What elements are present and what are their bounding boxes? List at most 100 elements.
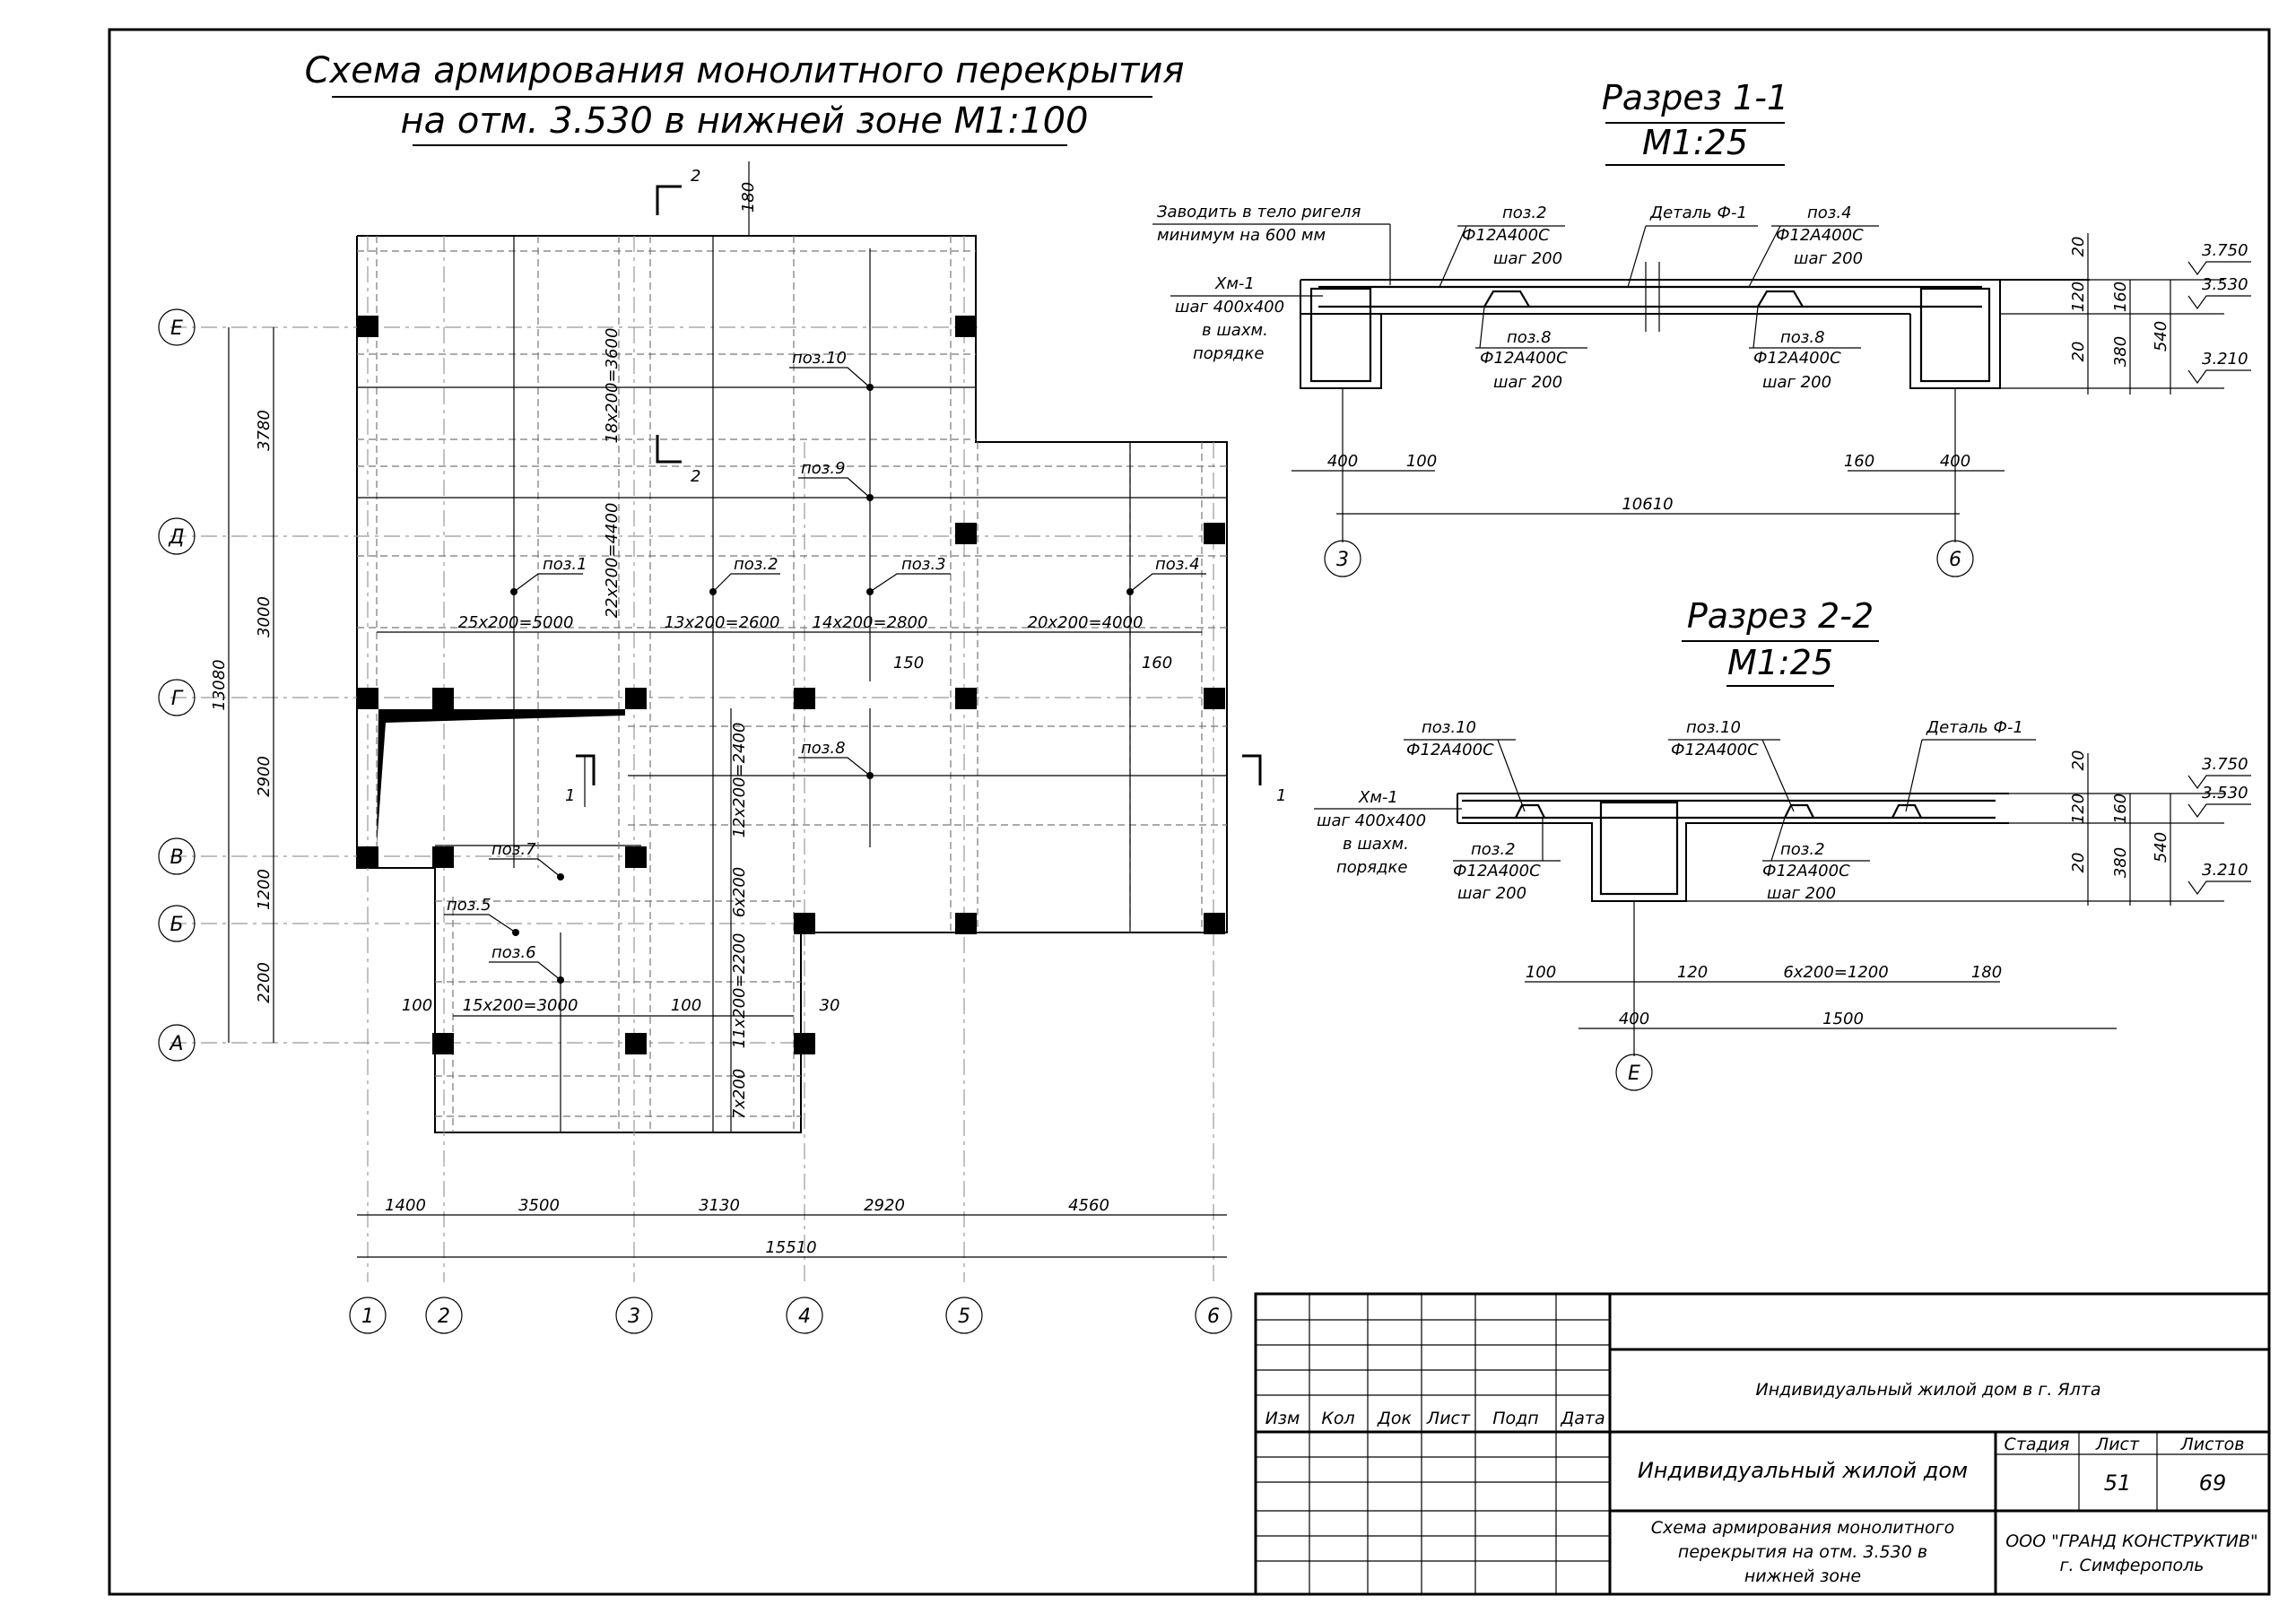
section2-title: Разрез 2-2 bbox=[1687, 596, 1874, 636]
section2-level-1: 3.750 bbox=[2202, 755, 2248, 774]
axis-col-1: 1 bbox=[361, 1305, 374, 1328]
top-dim-180: 180 bbox=[739, 182, 758, 213]
step-label-s4: 20х200=4000 bbox=[1028, 613, 1144, 632]
left-dim-4: 1200 bbox=[255, 869, 274, 910]
section2-xm-line2: шаг 400х400 bbox=[1317, 811, 1426, 830]
section1-pos8a: поз.8 bbox=[1507, 328, 1552, 347]
small-dim-100a: 100 bbox=[402, 996, 432, 1015]
section1-xm-line1: Хм-1 bbox=[1214, 274, 1255, 293]
pos-label-3: поз.3 bbox=[901, 555, 946, 574]
section1-level-2: 3.530 bbox=[2202, 275, 2248, 294]
section-2-2: Разрез 2-2 М1:25 поз.10 Ф12А400С поз.10 … bbox=[1314, 596, 2251, 1091]
section2-pos2a: поз.2 bbox=[1471, 840, 1516, 859]
step-label-s5: 15х200=3000 bbox=[463, 996, 578, 1015]
tb-object: Индивидуальный жилой дом bbox=[1638, 1458, 1968, 1483]
section2-detail: Деталь Ф-1 bbox=[1926, 718, 2023, 737]
plan-view: Схема армирования монолитного перекрытия… bbox=[158, 50, 1286, 1334]
axis-row-3: Г bbox=[171, 688, 184, 710]
section2-pos2b-spec: Ф12А400С bbox=[1762, 862, 1850, 880]
pos-label-5: поз.5 bbox=[447, 896, 491, 915]
section1-vdim-20b: 20 bbox=[2069, 342, 2088, 362]
section2-pos2b-step: шаг 200 bbox=[1767, 884, 1836, 903]
section2-dim-120: 120 bbox=[1677, 963, 1708, 982]
tb-drawing-line2: перекрытия на отм. 3.530 в bbox=[1678, 1542, 1927, 1562]
section2-dim-100: 100 bbox=[1526, 963, 1556, 982]
section1-pos2: поз.2 bbox=[1502, 204, 1547, 222]
section2-vdim-380: 380 bbox=[2111, 847, 2130, 878]
section1-note-line2: минимум на 600 мм bbox=[1157, 226, 1326, 245]
left-dim-5: 2200 bbox=[255, 962, 274, 1003]
bottom-dim-3: 3130 bbox=[699, 1196, 740, 1215]
axis-col-5: 5 bbox=[958, 1305, 970, 1328]
section2-dim-1500: 1500 bbox=[1822, 1010, 1864, 1028]
tb-header-data: Дата bbox=[1560, 1409, 1605, 1428]
tb-sheet-num: 51 bbox=[2104, 1470, 2132, 1496]
step-label-s1: 25х200=5000 bbox=[458, 613, 574, 632]
cut1-label-right: 1 bbox=[1276, 786, 1286, 805]
section2-pos10b-spec: Ф12А400С bbox=[1671, 741, 1759, 759]
step-label-v2: 22х200=4400 bbox=[603, 503, 622, 619]
small-dim-150: 150 bbox=[893, 654, 924, 672]
vertical-step-labels: 18х200=3600 22х200=4400 12х200=2400 6х20… bbox=[603, 328, 749, 1120]
bottom-dim-2: 3500 bbox=[518, 1196, 560, 1215]
axis-col-3: 3 bbox=[628, 1305, 640, 1328]
title-block: Изм Кол Док Лист Подп Дата Индивидуальны… bbox=[1254, 1292, 2271, 1596]
section1-dim-100: 100 bbox=[1406, 452, 1437, 471]
section2-xm-line1: Хм-1 bbox=[1358, 788, 1398, 807]
section1-pos8a-step: шаг 200 bbox=[1493, 373, 1562, 392]
tb-header-izm: Изм bbox=[1265, 1409, 1300, 1428]
pos-label-1: поз.1 bbox=[543, 555, 587, 574]
section1-dim-total: 10610 bbox=[1622, 495, 1673, 514]
step-label-v3: 12х200=2400 bbox=[730, 723, 749, 838]
bottom-dim-5: 4560 bbox=[1068, 1196, 1109, 1215]
left-dim-total: 13080 bbox=[210, 659, 229, 710]
step-dims: 25х200=5000 13х200=2600 14х200=2800 20х2… bbox=[377, 248, 1202, 1132]
left-dimensions: 3780 3000 2900 1200 2200 13080 bbox=[210, 327, 274, 1043]
section1-xm-line2: шаг 400х400 bbox=[1175, 298, 1284, 317]
columns bbox=[357, 316, 1225, 1054]
section2-vdim-20b: 20 bbox=[2069, 853, 2088, 873]
tb-stage-label: Стадия bbox=[2005, 1435, 2070, 1454]
section1-pos2-step: шаг 200 bbox=[1493, 249, 1562, 268]
left-dim-1: 3780 bbox=[255, 410, 274, 451]
section1-level-3: 3.210 bbox=[2202, 350, 2248, 369]
pos-label-9: поз.9 bbox=[801, 459, 846, 478]
section1-vdim-380: 380 bbox=[2111, 336, 2130, 367]
section1-xm-line3: в шахм. bbox=[1202, 321, 1268, 340]
axis-grid bbox=[170, 236, 1229, 1282]
plan-title-line2: на отм. 3.530 в нижней зоне М1:100 bbox=[401, 100, 1089, 142]
section-cuts: 2 2 180 1 1 bbox=[565, 161, 1286, 807]
section2-pos10b: поз.10 bbox=[1686, 718, 1741, 737]
tb-header-kol: Кол bbox=[1321, 1409, 1354, 1428]
tb-org-line2: г. Симферополь bbox=[2059, 1556, 2204, 1575]
cut2-label-top: 2 bbox=[691, 167, 700, 186]
pos-label-10: поз.10 bbox=[792, 349, 847, 368]
section2-level-2: 3.530 bbox=[2202, 784, 2248, 802]
cut2-label-bottom: 2 bbox=[691, 467, 700, 486]
section2-axis: Е bbox=[1628, 1063, 1640, 1085]
section2-pos10a: поз.10 bbox=[1422, 718, 1476, 737]
left-dim-3: 2900 bbox=[255, 756, 274, 797]
sheet-frame bbox=[108, 28, 2271, 1596]
section1-axis-left: 3 bbox=[1336, 549, 1349, 571]
section2-pos2b: поз.2 bbox=[1780, 840, 1825, 859]
section2-xm-line4: порядке bbox=[1336, 858, 1407, 877]
bottom-dimensions: 1400 3500 3130 2920 4560 15510 bbox=[357, 1196, 1227, 1258]
section2-level-3: 3.210 bbox=[2202, 861, 2248, 880]
cut1-label-left: 1 bbox=[565, 786, 575, 805]
section1-pos4: поз.4 bbox=[1807, 204, 1852, 222]
step-label-v1: 18х200=3600 bbox=[603, 328, 622, 444]
row-axis-bubbles: Е Д Г В Б А bbox=[158, 308, 196, 1062]
step-label-v5: 11х200=2200 bbox=[730, 933, 749, 1049]
step-label-v4: 6х200 bbox=[730, 867, 749, 917]
step-label-v6: 7х200 bbox=[730, 1069, 749, 1119]
section1-pos2-spec: Ф12А400С bbox=[1462, 226, 1550, 245]
section1-pos4-spec: Ф12А400С bbox=[1776, 226, 1864, 245]
small-dim-100b: 100 bbox=[671, 996, 701, 1015]
pos-label-6: поз.6 bbox=[491, 943, 536, 962]
tb-header-list: Лист bbox=[1426, 1409, 1471, 1428]
tb-drawing-line3: нижней зоне bbox=[1744, 1566, 1861, 1586]
axis-col-4: 4 bbox=[798, 1305, 811, 1328]
section1-note-line1: Заводить в тело ригеля bbox=[1157, 203, 1361, 221]
